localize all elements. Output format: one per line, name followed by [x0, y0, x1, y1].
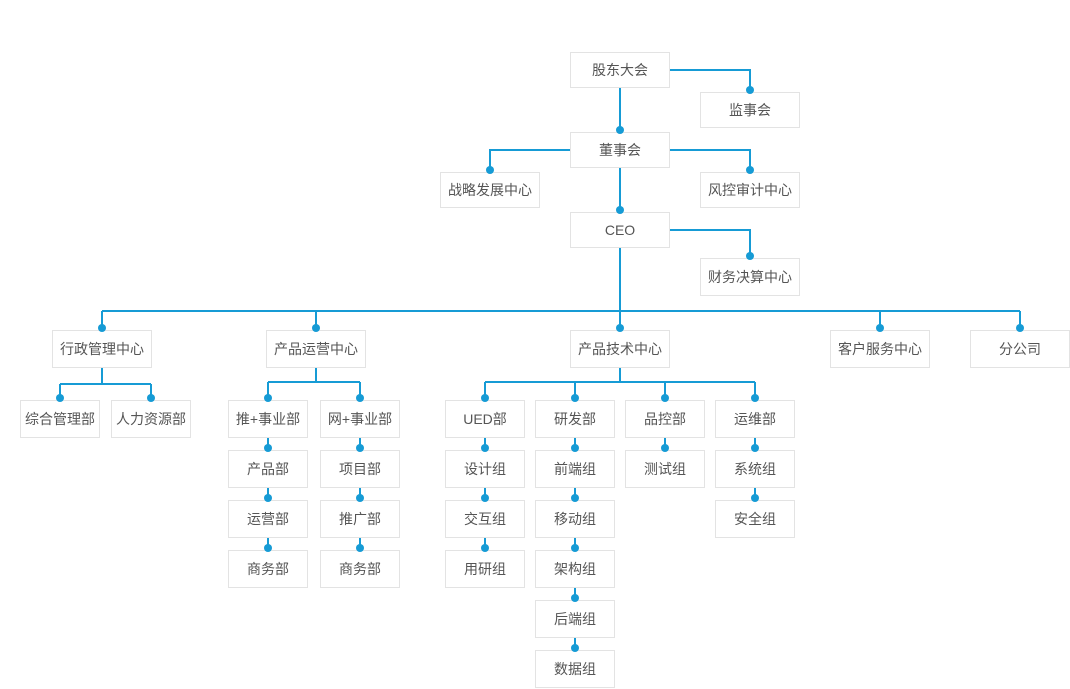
node-architecture-group: 架构组	[535, 550, 615, 588]
node-supervisory-board: 监事会	[700, 92, 800, 128]
node-business-dept-tui: 商务部	[228, 550, 308, 588]
node-interaction-group: 交互组	[445, 500, 525, 538]
node-wang-business-dept: 网+事业部	[320, 400, 400, 438]
node-product-dept: 产品部	[228, 450, 308, 488]
node-user-research-group: 用研组	[445, 550, 525, 588]
node-system-group: 系统组	[715, 450, 795, 488]
node-finance-settlement-center: 财务决算中心	[700, 258, 800, 296]
node-customer-service-center: 客户服务中心	[830, 330, 930, 368]
node-shareholders-meeting: 股东大会	[570, 52, 670, 88]
node-frontend-group: 前端组	[535, 450, 615, 488]
node-security-group: 安全组	[715, 500, 795, 538]
node-risk-audit-center: 风控审计中心	[700, 172, 800, 208]
node-promotion-dept: 推广部	[320, 500, 400, 538]
node-business-dept-wang: 商务部	[320, 550, 400, 588]
node-admin-management-center: 行政管理中心	[52, 330, 152, 368]
node-backend-group: 后端组	[535, 600, 615, 638]
node-product-technology-center: 产品技术中心	[570, 330, 670, 368]
node-tui-business-dept: 推+事业部	[228, 400, 308, 438]
node-hr-dept: 人力资源部	[111, 400, 191, 438]
node-project-dept: 项目部	[320, 450, 400, 488]
node-general-management-dept: 综合管理部	[20, 400, 100, 438]
node-strategy-development-center: 战略发展中心	[440, 172, 540, 208]
node-test-group: 测试组	[625, 450, 705, 488]
node-board-of-directors: 董事会	[570, 132, 670, 168]
node-operation-dept: 运营部	[228, 500, 308, 538]
node-branch-company: 分公司	[970, 330, 1070, 368]
node-mobile-group: 移动组	[535, 500, 615, 538]
node-product-operation-center: 产品运营中心	[266, 330, 366, 368]
node-rd-dept: 研发部	[535, 400, 615, 438]
node-ceo: CEO	[570, 212, 670, 248]
node-design-group: 设计组	[445, 450, 525, 488]
node-ops-dept: 运维部	[715, 400, 795, 438]
node-qc-dept: 品控部	[625, 400, 705, 438]
node-ued-dept: UED部	[445, 400, 525, 438]
node-data-group: 数据组	[535, 650, 615, 688]
